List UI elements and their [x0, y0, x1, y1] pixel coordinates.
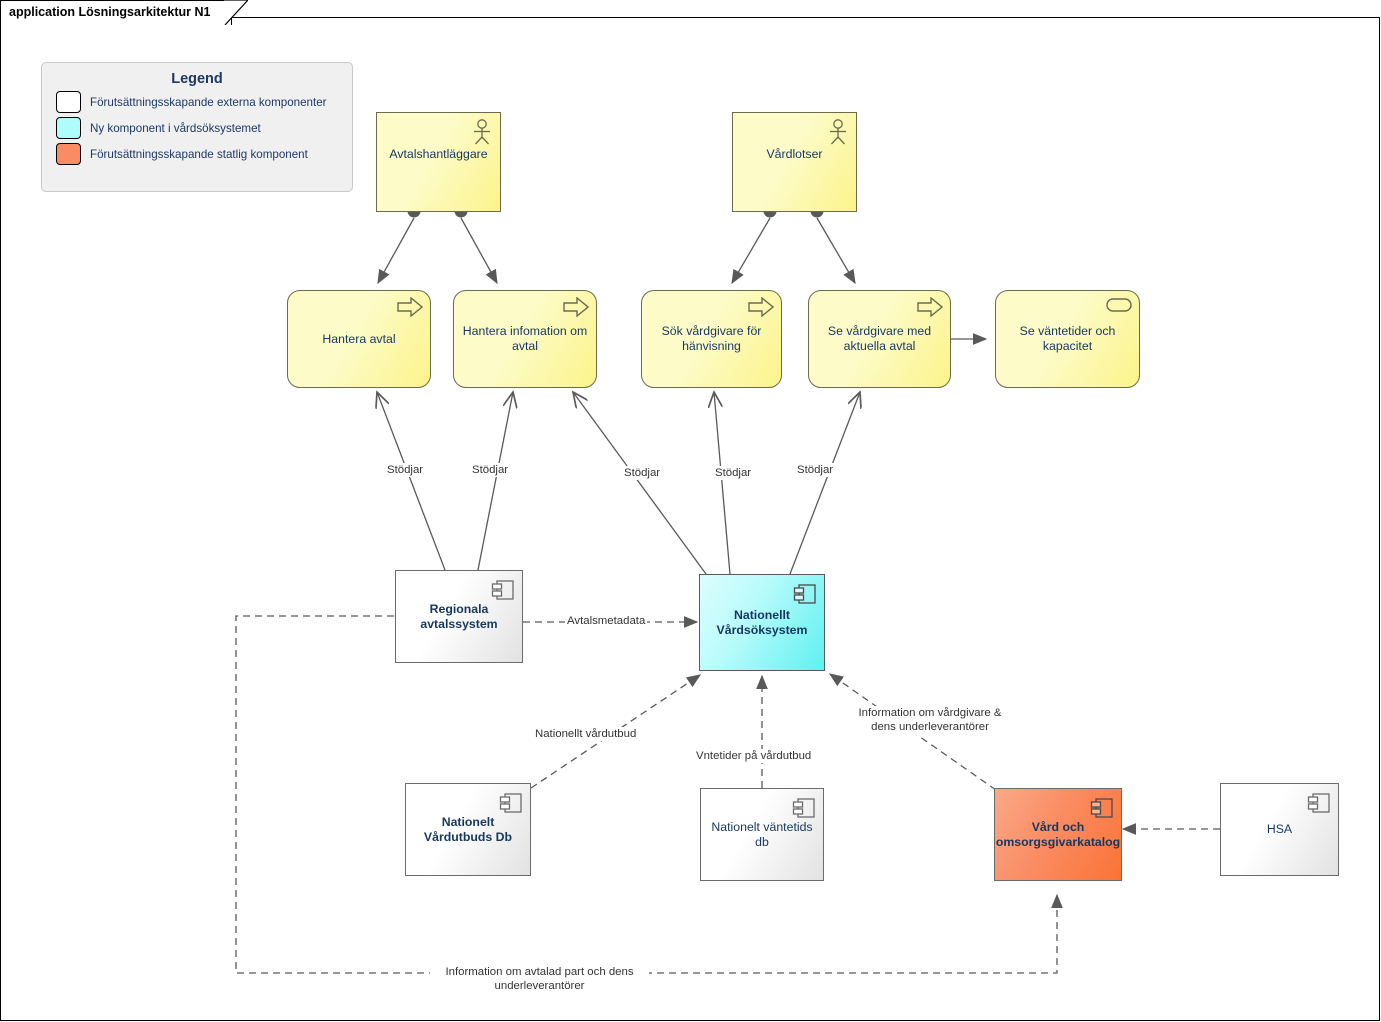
edge-label-nationellt-vardutbud: Nationellt vårdutbud [533, 727, 639, 742]
legend-swatch-state [56, 143, 81, 165]
process-se-vantetider-och-kapacitet[interactable]: Se väntetider och kapacitet [995, 290, 1140, 388]
process-arrow-icon [917, 297, 943, 317]
process-sok-vardgivare-for-hanvisning[interactable]: Sök vårdgivare för hänvisning [641, 290, 782, 388]
edge-label-stodjar-3: Stödjar [622, 466, 663, 481]
actor-label: Avtalshantläggare [389, 147, 488, 161]
process-se-vardgivare-med-aktuella-avtal[interactable]: Se vårdgivare med aktuella avtal [808, 290, 951, 388]
diagram-frame-tab-label: application Lösningsarkitektur N1 [9, 5, 211, 19]
component-icon [792, 798, 815, 818]
frame-tab-notch-icon [224, 0, 248, 25]
process-label: Se vårdgivare med aktuella avtal [827, 324, 932, 353]
component-icon [491, 580, 514, 600]
legend-item-external: Förutsättningsskapande externa komponent… [56, 91, 352, 113]
process-label: Hantera infomation om avtal [462, 324, 588, 353]
legend-title: Legend [171, 71, 223, 87]
process-label: Se väntetider och kapacitet [1019, 324, 1116, 353]
actor-stick-figure-icon [830, 119, 846, 145]
component-label: HSA [1266, 822, 1293, 836]
edge-label-stodjar-5: Stödjar [795, 463, 836, 478]
process-label: Sök vårdgivare för hänvisning [661, 324, 762, 353]
legend-swatch-external [56, 91, 81, 113]
edge-label-stodjar-4: Stödjar [713, 466, 754, 481]
legend-label-new: Ny komponent i vårdsöksystemet [90, 121, 261, 135]
component-icon [1090, 798, 1113, 818]
legend-swatch-new [56, 117, 81, 139]
process-arrow-icon [563, 297, 589, 317]
process-label: Hantera avtal [322, 331, 396, 346]
actor-vardlotser[interactable]: Vårdlotser [732, 112, 857, 212]
legend-label-state: Förutsättningsskapande statlig komponent [90, 147, 308, 161]
component-nationellt-vardsoksystem[interactable]: Nationellt Vårdsöksystem [699, 574, 825, 671]
component-label: Nationelt Vårdutbuds Db [423, 814, 513, 844]
component-label: Nationellt Vårdsöksystem [716, 607, 808, 637]
edge-label-vntetider-pa-vardutbud: Vntetider på vårdutbud [694, 749, 814, 764]
edge-label-stodjar-1: Stödjar [385, 463, 426, 478]
component-icon [793, 584, 816, 604]
diagram-frame-tab: application Lösningsarkitektur N1 [0, 0, 232, 25]
component-icon [1307, 793, 1330, 813]
process-arrow-icon [748, 297, 774, 317]
actor-stick-figure-icon [474, 119, 490, 145]
component-label: Regionala avtalssystem [420, 601, 498, 631]
edge-label-information-om-avtalad-part: Information om avtalad part och dens und… [430, 965, 649, 994]
process-hantera-avtal[interactable]: Hantera avtal [287, 290, 431, 388]
process-hantera-information-om-avtal[interactable]: Hantera infomation om avtal [453, 290, 597, 388]
component-label: Vård och omsorgsgivarkatalog [995, 819, 1121, 849]
edge-label-stodjar-2: Stödjar [470, 463, 511, 478]
legend-item-new: Ny komponent i vårdsöksystemet [56, 117, 352, 139]
actor-avtalshandlaggare[interactable]: Avtalshantläggare [376, 112, 501, 212]
actor-label: Vårdlotser [766, 147, 823, 161]
edge-label-information-om-vardgivare: Information om vårdgivare & dens underle… [848, 706, 1012, 735]
component-vard-och-omsorgsgivarkatalog[interactable]: Vård och omsorgsgivarkatalog [994, 788, 1122, 881]
rounded-rect-icon [1106, 298, 1132, 312]
component-label: Nationelt väntetids db [711, 819, 813, 849]
legend-item-state: Förutsättningsskapande statlig komponent [56, 143, 352, 165]
component-nationelt-vantetids-db[interactable]: Nationelt väntetids db [700, 788, 824, 881]
edge-label-avtalsmetadata: Avtalsmetadata [565, 614, 648, 629]
legend-panel: Legend Förutsättningsskapande externa ko… [41, 62, 353, 192]
component-hsa[interactable]: HSA [1220, 783, 1339, 876]
component-icon [499, 793, 522, 813]
component-nationelt-vardutbuds-db[interactable]: Nationelt Vårdutbuds Db [405, 783, 531, 876]
process-arrow-icon [397, 297, 423, 317]
legend-label-external: Förutsättningsskapande externa komponent… [90, 95, 327, 109]
component-regionala-avtalssystem[interactable]: Regionala avtalssystem [395, 570, 523, 663]
